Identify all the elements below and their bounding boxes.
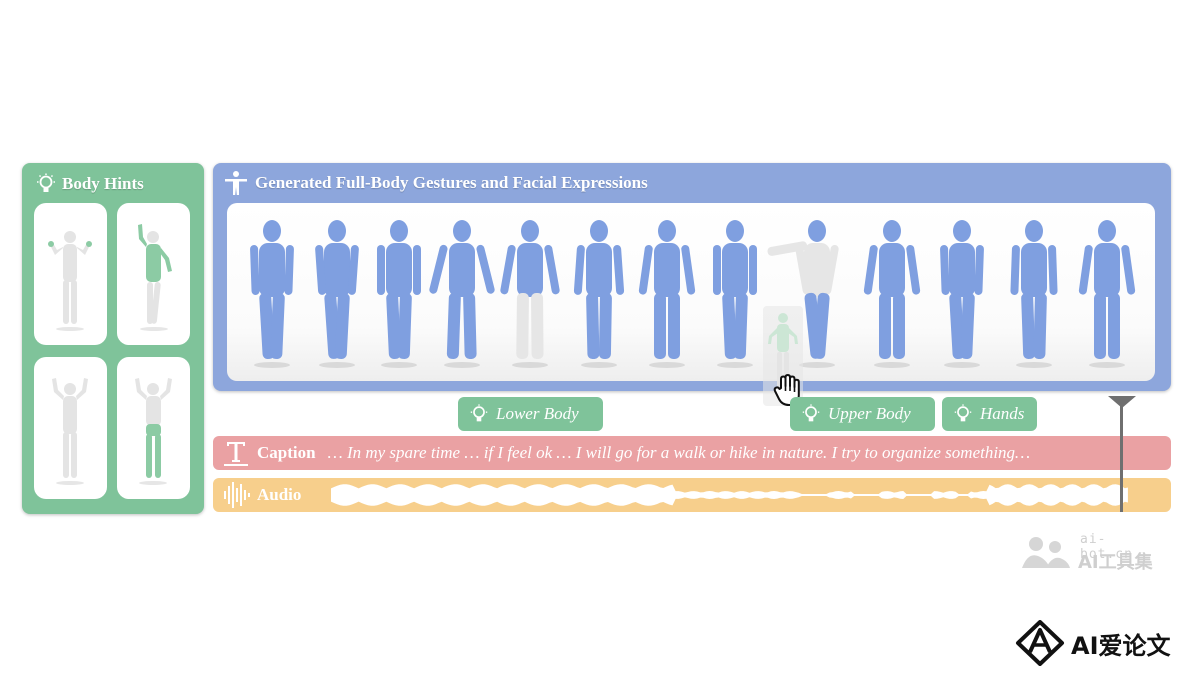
gesture-sequence-stage <box>227 203 1155 381</box>
audio-waveform <box>331 484 1128 506</box>
playhead-line[interactable] <box>1120 398 1123 512</box>
generated-figure-13 <box>1078 220 1136 368</box>
caption-label: Caption <box>257 443 316 462</box>
lightbulb-icon <box>37 173 55 192</box>
caption-text: … In my spare time … if I feel ok … I wi… <box>327 443 1031 462</box>
waveform-shape <box>331 484 1128 506</box>
brand-watermark: AI爱论文 <box>1015 620 1171 666</box>
hint-card-2[interactable] <box>117 203 190 345</box>
gesture-figure-strip <box>250 220 1136 368</box>
audio-track[interactable]: Audio <box>213 478 1171 512</box>
body-hints-title: Body Hints <box>62 174 144 193</box>
caption-track[interactable]: Caption … In my spare time … if I feel o… <box>213 436 1171 470</box>
hint-card-4[interactable] <box>117 357 190 499</box>
generated-figure-5 <box>500 220 560 368</box>
body-hints-header: Body Hints <box>34 173 144 195</box>
hint-card-1[interactable] <box>34 203 107 345</box>
brand-logo-icon <box>1016 620 1064 666</box>
generated-figure-4 <box>429 220 495 368</box>
lower-body-chip-label: Lower Body <box>496 404 579 423</box>
generated-figure-7 <box>638 220 696 368</box>
generated-header: Generated Full-Body Gestures and Facial … <box>223 171 648 195</box>
site-url: ai-bot.cn <box>1080 532 1133 562</box>
robot-logo-icon <box>1022 537 1070 568</box>
brand-name: AI爱论文 <box>1071 631 1171 660</box>
audio-label: Audio <box>257 485 302 504</box>
generated-figure-12 <box>1010 220 1058 368</box>
upper-body-hint-chip[interactable]: Upper Body <box>790 397 935 431</box>
generated-figure-3 <box>377 220 421 368</box>
upper-body-chip-label: Upper Body <box>828 404 911 423</box>
generated-title: Generated Full-Body Gestures and Facial … <box>255 173 648 192</box>
lightbulb-icon <box>954 404 972 422</box>
body-hints-panel: Body Hints <box>22 163 204 514</box>
lower-body-hint-chip[interactable]: Lower Body <box>458 397 603 431</box>
generated-figure-2 <box>315 220 359 368</box>
generated-figure-6 <box>573 220 625 368</box>
generated-gestures-panel: Generated Full-Body Gestures and Facial … <box>213 163 1171 391</box>
generated-figure-10 <box>863 220 921 368</box>
waveform-icon <box>224 482 250 508</box>
hands-chip-label: Hands <box>980 404 1025 423</box>
lightbulb-icon <box>802 404 820 422</box>
lightbulb-icon <box>470 404 488 422</box>
site-name: AI工具集 <box>1078 552 1153 573</box>
hands-hint-chip[interactable]: Hands <box>942 397 1037 431</box>
generated-figure-8 <box>713 220 757 368</box>
generated-figure-11 <box>940 220 984 368</box>
person-icon <box>225 171 247 195</box>
text-icon <box>224 442 248 466</box>
generated-figure-9 <box>767 220 839 368</box>
generated-figure-1 <box>250 220 294 368</box>
hint-card-3[interactable] <box>34 357 107 499</box>
